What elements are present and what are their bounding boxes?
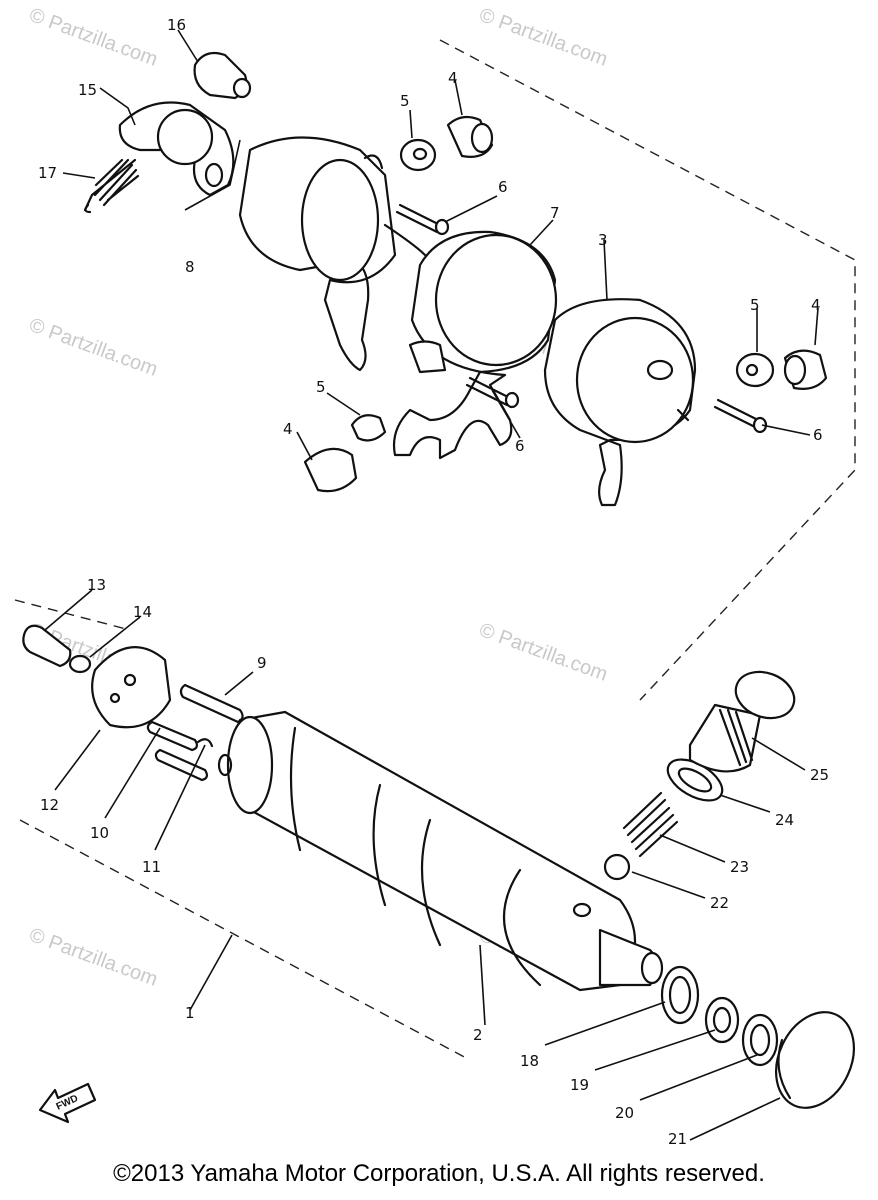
part-7-shift-fork [392, 230, 558, 460]
callout-4-right: 4 [811, 296, 821, 314]
callout-1: 1 [185, 1004, 195, 1022]
callout-16: 16 [167, 16, 186, 34]
callout-25: 25 [810, 766, 829, 784]
callout-23: 23 [730, 858, 749, 876]
part-22-ball [603, 853, 631, 881]
part-12-cam-plate [91, 646, 172, 729]
callout-24: 24 [775, 811, 794, 829]
part-19-bearing [704, 996, 740, 1044]
watermark: © Partzilla.com [26, 924, 160, 991]
part-16-pin [193, 51, 252, 100]
callout-9: 9 [257, 654, 267, 672]
callout-19: 19 [570, 1076, 589, 1094]
callout-20: 20 [615, 1104, 634, 1122]
part-17-spring [83, 158, 140, 214]
part-4-guide-pin-lower [303, 447, 358, 493]
callout-4-lower: 4 [283, 420, 293, 438]
callout-15: 15 [78, 81, 97, 99]
part-3-shift-fork [543, 298, 697, 507]
callout-18: 18 [520, 1052, 539, 1070]
part-11-clip [196, 738, 214, 748]
watermark: © Partzilla.com [26, 314, 160, 381]
callout-12: 12 [40, 796, 59, 814]
part-13-bolt [22, 624, 72, 668]
part-4-guide-pin-upper [446, 115, 494, 158]
callout-8: 8 [185, 258, 195, 276]
callout-4-upper: 4 [448, 69, 458, 87]
callout-5-right: 5 [750, 296, 760, 314]
watermark: © Partzilla.com [26, 4, 160, 71]
part-14-washer [68, 654, 92, 674]
callout-10: 10 [90, 824, 109, 842]
part-5-roller-upper [399, 138, 437, 172]
part-23-spring [622, 791, 679, 858]
part-2-shift-drum [217, 710, 664, 992]
callout-6-lower: 6 [515, 437, 525, 455]
part-8-shift-fork [238, 136, 427, 372]
part-21-cover [775, 1011, 855, 1109]
fwd-arrow-icon: FWD [38, 1082, 97, 1124]
part-10-pin [146, 720, 209, 782]
callout-22: 22 [710, 894, 729, 912]
part-15-lever [118, 101, 235, 197]
part-5-roller-right [735, 352, 775, 388]
callout-2: 2 [473, 1026, 483, 1044]
part-20-circlip [741, 1013, 779, 1067]
part-4-guide-pin-right [783, 349, 828, 390]
callout-6-right: 6 [813, 426, 823, 444]
callout-3: 3 [598, 231, 608, 249]
leader-lines [44, 29, 819, 1141]
callout-13: 13 [87, 576, 106, 594]
callout-6-upper: 6 [498, 178, 508, 196]
watermark: © Partzilla.com [476, 4, 610, 71]
copyright-notice: ©2013 Yamaha Motor Corporation, U.S.A. A… [113, 1160, 765, 1187]
callout-21: 21 [668, 1130, 687, 1148]
callout-11: 11 [142, 858, 161, 876]
assembly-outline [14, 39, 856, 1061]
callout-5-lower: 5 [316, 378, 326, 396]
callouts: 16 15 17 5 4 6 7 8 3 5 4 6 5 4 6 13 14 9… [38, 16, 829, 1148]
part-25-plug [688, 670, 796, 773]
callout-5-upper: 5 [400, 92, 410, 110]
callout-14: 14 [133, 603, 152, 621]
part-5-roller-lower [350, 414, 387, 442]
part-18-washer [660, 965, 700, 1025]
part-6-cotter-pins [395, 203, 768, 434]
part-9-pin [179, 683, 244, 724]
callout-7: 7 [550, 204, 560, 222]
watermark: © Partzilla.com [476, 619, 610, 686]
callout-17: 17 [38, 164, 57, 182]
